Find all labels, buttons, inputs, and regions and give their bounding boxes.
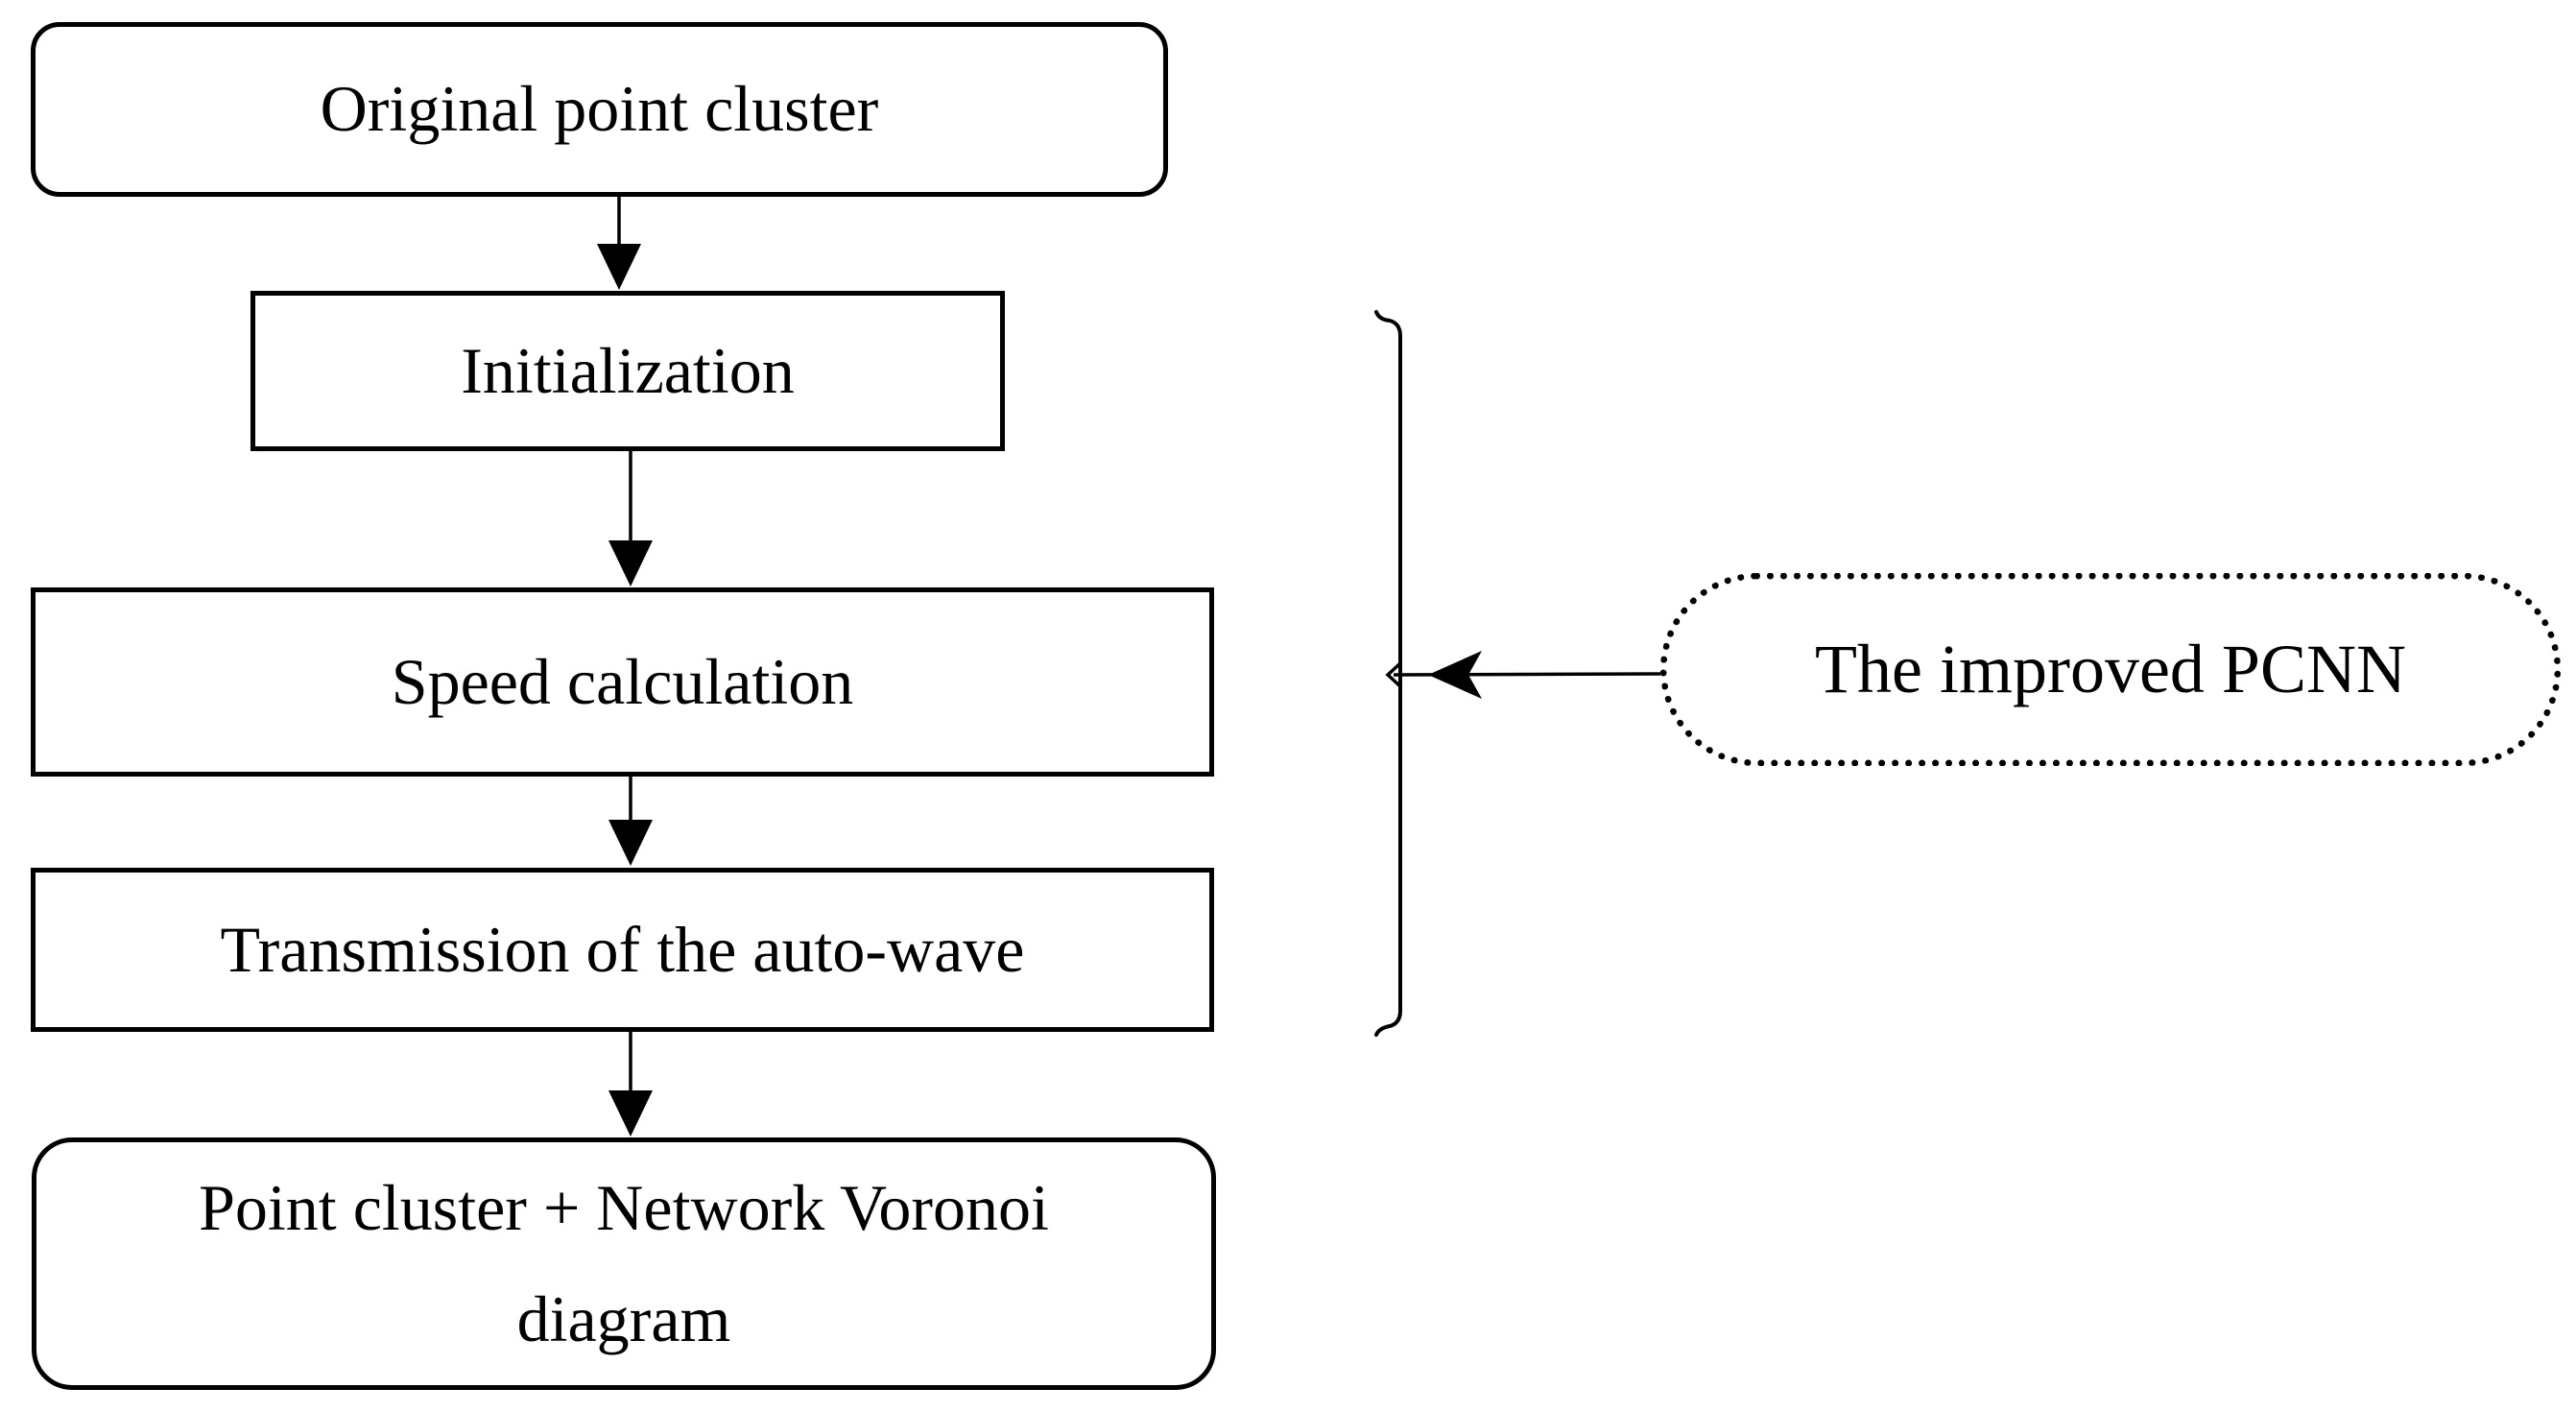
group-bracket-notch [1385,661,1402,688]
flow-node-transmission-auto-wave: Transmission of the auto-wave [31,868,1214,1032]
arrow-initialization-to-speed-head [608,540,653,586]
arrow-speed-to-transmission-head [608,820,653,866]
flow-node-original-point-cluster: Original point cluster [31,22,1168,197]
flow-node-label: Point cluster + Network Voronoi diagram [199,1170,1049,1355]
flow-node-initialization: Initialization [250,291,1005,451]
arrow-pcnn-to-bracket-shaft [1393,672,1661,677]
flow-node-label: Speed calculation [391,644,854,718]
flow-node-label: Original point cluster [320,72,879,146]
flow-node-label: The improved PCNN [1815,631,2406,708]
flow-node-point-cluster-voronoi: Point cluster + Network Voronoi diagram [32,1137,1216,1390]
arrow-original-to-initialization-head [597,244,641,290]
arrow-pcnn-to-bracket-head [1428,651,1482,699]
flow-node-label: Initialization [461,333,795,407]
group-bracket [1374,310,1402,1037]
flow-node-speed-calculation: Speed calculation [31,587,1214,777]
flow-node-improved-pcnn: The improved PCNN [1660,573,2561,766]
flow-node-label: Transmission of the auto-wave [220,912,1025,986]
arrow-transmission-to-result-head [608,1090,653,1137]
